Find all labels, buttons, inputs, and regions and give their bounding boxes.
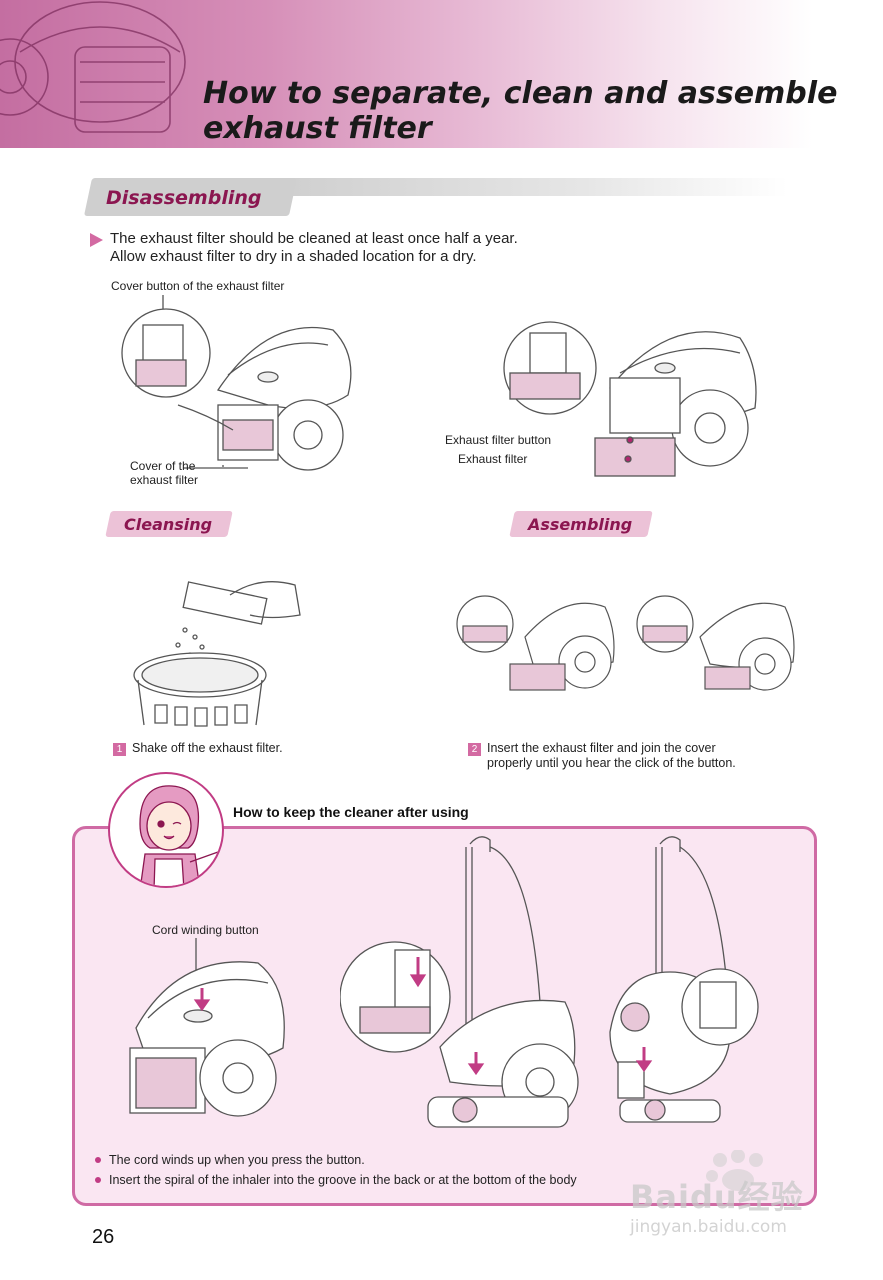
step-number-badge: 2 [468, 743, 481, 756]
note-item: Insert the spiral of the inhaler into th… [95, 1170, 577, 1190]
page-header: How to separate, clean and assemble exha… [0, 0, 883, 148]
disassembling-heading: Disassembling [106, 187, 262, 209]
triangle-bullet-icon [90, 233, 103, 247]
cleansing-banner: Cleansing [105, 511, 233, 537]
callout-cover-line-2: exhaust filter [130, 473, 199, 487]
intro-line-1: The exhaust filter should be cleaned at … [110, 230, 518, 247]
bullet-dot-icon [95, 1157, 101, 1163]
mascot-avatar [108, 772, 224, 888]
cord-winding-illustration [129, 938, 285, 1117]
mascot-girl-icon [139, 785, 219, 886]
vacuum-cleaner-illustration [0, 1, 186, 133]
disassembling-banner: Disassembling [83, 178, 788, 216]
title-line-1: How to separate, clean and assemble [203, 76, 838, 111]
upright-storage-illustration [340, 836, 579, 1128]
callout-filter-button: Exhaust filter button [445, 433, 552, 447]
callout-cord-winding: Cord winding button [152, 923, 259, 937]
cleansing-step-text: Shake off the exhaust filter. [132, 741, 283, 755]
page-title: How to separate, clean and assemble exha… [203, 76, 863, 146]
assembling-step: 2 Insert the exhaust filter and join the … [468, 741, 736, 771]
note-item: The cord winds up when you press the but… [95, 1150, 577, 1170]
disassemble-step2-illustration [503, 321, 757, 477]
assembling-step-text-2: properly until you hear the click of the… [487, 756, 736, 770]
cleansing-illustration [133, 581, 301, 727]
disassemble-step1-illustration [121, 295, 352, 471]
cleansing-heading: Cleansing [124, 515, 213, 534]
assembling-illustration [456, 595, 795, 691]
keep-heading: How to keep the cleaner after using [233, 804, 469, 820]
assembling-banner: Assembling [509, 511, 653, 537]
watermark-url: jingyan.baidu.com [630, 1217, 787, 1237]
cleansing-step: 1 Shake off the exhaust filter. [113, 741, 283, 756]
page-number: 26 [92, 1226, 115, 1248]
step-number-badge: 1 [113, 743, 126, 756]
intro-line-2: Allow exhaust filter to dry in a shaded … [110, 248, 477, 265]
assembling-step-text-1: Insert the exhaust filter and join the c… [487, 741, 716, 755]
title-line-2: exhaust filter [203, 111, 432, 146]
banner-fade [278, 178, 788, 196]
back-storage-illustration [609, 836, 759, 1123]
watermark-brand: Baidu经验 [630, 1178, 804, 1216]
note-text: Insert the spiral of the inhaler into th… [109, 1173, 577, 1187]
callout-cover-button: Cover button of the exhaust filter [111, 279, 285, 293]
bullet-dot-icon [95, 1177, 101, 1183]
callout-cover-filter: Cover of the exhaust filter [130, 459, 198, 487]
disassembling-intro: The exhaust filter should be cleaned at … [90, 230, 690, 266]
assembling-heading: Assembling [528, 515, 633, 534]
baidu-paw-watermark-icon [706, 1150, 763, 1191]
callout-filter: Exhaust filter [458, 452, 528, 466]
note-text: The cord winds up when you press the but… [109, 1153, 365, 1167]
callout-cover-line-1: Cover of the [130, 459, 196, 473]
keep-notes: The cord winds up when you press the but… [95, 1150, 577, 1190]
